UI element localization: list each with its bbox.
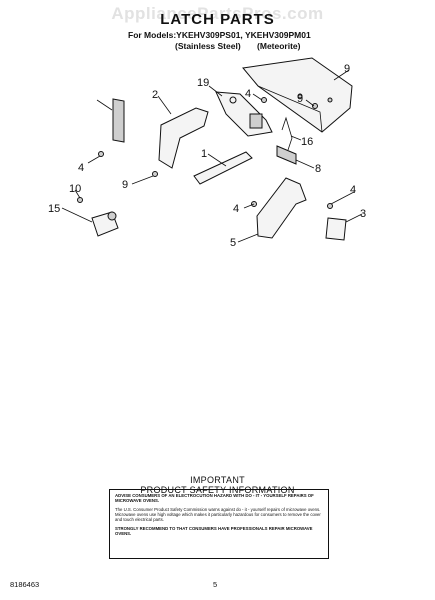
part-10-switch: [91, 211, 119, 237]
page-title: LATCH PARTS: [160, 11, 275, 28]
page-number: 5: [213, 580, 218, 589]
callout-9b: 9: [122, 179, 128, 191]
callout-8: 9: [344, 63, 350, 75]
leader-lines: [61, 69, 363, 243]
part-15-clip: [281, 116, 293, 151]
safety-notice-box: ADVISE CONSUMERS OF AN ELECTROCUTION HAZ…: [109, 489, 329, 559]
callout-4b: 4: [78, 162, 84, 174]
callout-3: 3: [360, 208, 366, 220]
safety-heading: IMPORTANT PRODUCT SAFETY INFORMATION: [0, 475, 435, 495]
callout-9a: 9: [297, 93, 303, 105]
callout-10: 15: [48, 203, 60, 215]
safety-para-cpsc: The U.S. Consumer Product Safety Commiss…: [115, 507, 321, 522]
callout-15: 16: [301, 136, 313, 148]
part-1-plate: [193, 151, 253, 185]
screws: [77, 97, 333, 209]
part-2-cover: [158, 107, 209, 169]
models-line: For Models:YKEHV309PS01, YKEHV309PM01: [128, 30, 311, 40]
callouts: 9 19 2 4 9 16 1 4 9 8 10 4 15 4 3 5: [48, 63, 366, 249]
safety-para-electrocution: ADVISE CONSUMERS OF AN ELECTROCUTION HAZ…: [115, 493, 314, 503]
part-16-latch-assembly: [215, 91, 273, 137]
watermark: AppliancePartsPros.com: [111, 4, 324, 23]
exploded-parts-diagram: 9 19 2 4 9 16 1 4 9 8 10 4 15 4 3 5: [48, 57, 366, 249]
part-8-bracket: [242, 57, 353, 133]
part-19-strip: [112, 98, 125, 143]
safety-heading-important: IMPORTANT: [190, 475, 245, 485]
safety-para-recommend: STRONGLY RECOMMEND TO THAT CONSUMERS HAV…: [115, 526, 313, 536]
callout-6: 8: [315, 163, 321, 175]
safety-heading-subtitle: PRODUCT SAFETY INFORMATION: [140, 485, 295, 495]
part-6-block: [276, 145, 297, 165]
part-3-bracket: [325, 217, 347, 241]
document-number: 8186463: [10, 580, 40, 589]
callout-5: 5: [230, 237, 236, 249]
finish-stainless: (Stainless Steel): [175, 41, 241, 51]
callout-4c: 4: [350, 184, 356, 196]
finish-meteorite: (Meteorite): [257, 41, 301, 51]
callout-2: 2: [152, 89, 158, 101]
callout-1: 1: [201, 148, 207, 160]
callout-16: 19: [197, 77, 209, 89]
callout-4a: 4: [245, 88, 251, 100]
callout-9c: 10: [69, 183, 81, 195]
part-5-housing: [256, 177, 307, 239]
finishes-line: (Stainless Steel) (Meteorite): [175, 41, 315, 51]
callout-4d: 4: [233, 203, 239, 215]
